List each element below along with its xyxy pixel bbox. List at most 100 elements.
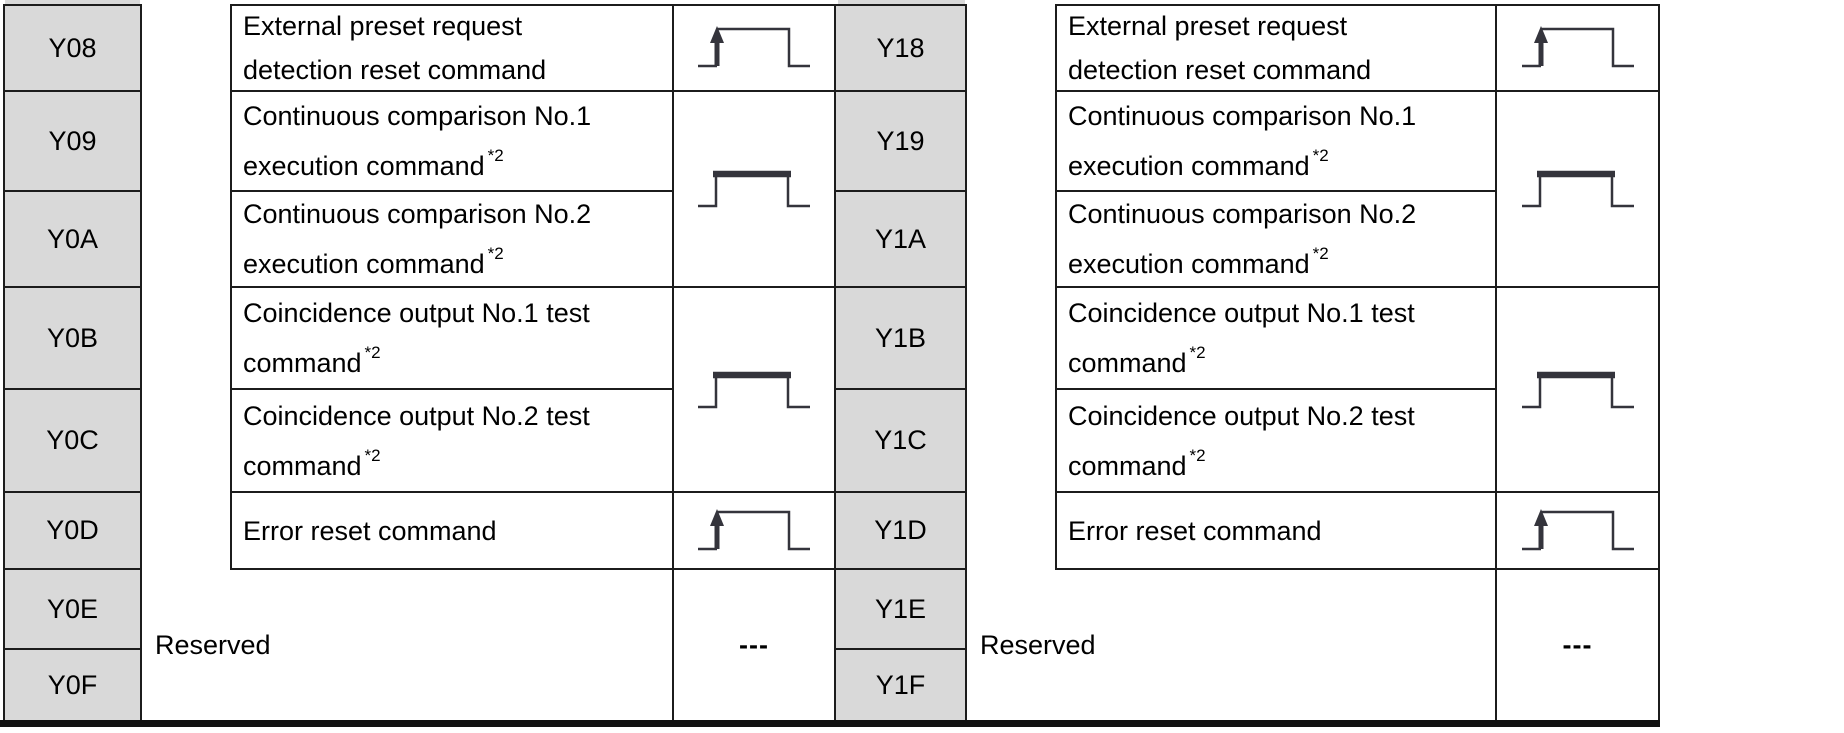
signal-cell-y1c: Y1C [836,390,967,493]
footnote-ref: *2 [1312,146,1329,165]
description-line: execution command*2 [243,244,504,279]
signal-cell-y0b: Y0B [3,288,142,390]
signal-label: Y1F [875,669,926,700]
description-line: detection reset command [243,55,547,85]
timing-cell-reserved-left: --- [674,570,836,720]
signal-label: Y19 [876,125,925,156]
timing-cell-y19-y1a [1497,92,1660,288]
edge-pulse-icon [1521,26,1634,68]
timing-cell-y18 [1497,4,1660,92]
signal-label: Y0B [46,322,99,353]
description-line: Continuous comparison No.2 [243,199,592,229]
footnote-ref: *2 [1189,445,1206,465]
description-cell-y1c: Coincidence output No.2 test command*2 [1057,390,1497,493]
signal-cell-y0c: Y0C [3,390,142,493]
description-line: Coincidence output No.2 test [1068,400,1415,431]
signal-cell-y19: Y19 [836,92,967,192]
description-cell-y0c: Coincidence output No.2 test command*2 [232,390,674,493]
reserved-cell-right: Reserved [967,570,1497,720]
signal-cell-y1a: Y1A [836,192,967,288]
io-signal-table: Y08 Y09 Y0A Y0B Y0C Y0D Y0E Y0F External… [3,4,1660,720]
signal-column-top-remnant-left [5,0,140,4]
level-pulse-icon [1521,371,1634,408]
signal-label: Y1B [874,322,927,353]
description-line: execution command*2 [1068,146,1329,181]
description-cell-y09: Continuous comparison No.1 execution com… [232,92,674,192]
signal-cell-y0f: Y0F [3,650,142,720]
description-cell-y0a: Continuous comparison No.2 execution com… [232,192,674,288]
timing-cell-y1b-y1c [1497,288,1660,493]
footnote-ref: *2 [487,244,504,263]
footnote-ref: *2 [1189,343,1206,362]
description-cell-y1b: Coincidence output No.1 test command*2 [1057,288,1497,390]
timing-cell-y0d [674,493,836,570]
signal-label: Y0F [47,669,98,700]
signal-cell-y1e: Y1E [836,570,967,650]
description-line: Error reset command [243,515,497,546]
level-pulse-icon [1521,170,1634,208]
signal-cell-y1b: Y1B [836,288,967,390]
description-cell-y1d: Error reset command [1057,493,1497,570]
signal-label: Y0D [46,515,99,545]
description-line: Continuous comparison No.2 [1068,199,1417,229]
description-line: Coincidence output No.2 test [243,400,590,431]
edge-pulse-icon [1521,508,1634,550]
signal-label: Y09 [48,125,97,156]
no-timing-dash: --- [1562,629,1593,660]
level-pulse-icon [698,371,810,408]
description-line: Error reset command [1068,515,1322,546]
signal-label: Y18 [876,32,925,63]
description-line: External preset request [243,11,523,41]
description-line: command*2 [1068,343,1206,378]
description-cell-y19: Continuous comparison No.1 execution com… [1057,92,1497,192]
signal-column-top-remnant-right [838,0,965,4]
description-cell-y08: External preset request detection reset … [232,4,674,92]
signal-cell-y1f: Y1F [836,650,967,720]
no-timing-dash: --- [739,629,769,660]
footnote-ref: *2 [364,445,381,465]
merged-direction-column-right [967,4,1057,570]
footnote-ref: *2 [1312,244,1329,263]
description-line: Coincidence output No.1 test [243,298,590,328]
footnote-ref: *2 [364,343,381,362]
description-line: Coincidence output No.1 test [1068,298,1415,328]
description-cell-y0d: Error reset command [232,493,674,570]
table-bottom-border [0,720,1660,727]
signal-cell-y0e: Y0E [3,570,142,650]
description-line: detection reset command [1068,55,1372,85]
merged-direction-column-left [142,4,232,570]
description-line: command*2 [243,343,381,378]
reserved-cell-left: Reserved [142,570,674,720]
timing-cell-reserved-right: --- [1497,570,1660,720]
level-pulse-icon [698,170,810,208]
signal-cell-y09: Y09 [3,92,142,192]
description-cell-y0b: Coincidence output No.1 test command*2 [232,288,674,390]
signal-cell-y08: Y08 [3,4,142,92]
timing-cell-y0b-y0c [674,288,836,493]
signal-cell-y18: Y18 [836,4,967,92]
signal-label: Y1D [874,515,927,545]
description-line: Continuous comparison No.1 [243,101,592,131]
signal-label: Y1E [874,593,927,624]
reserved-label: Reserved [155,629,271,660]
signal-label: Y0A [46,223,99,254]
signal-label: Y1C [874,425,927,455]
signal-cell-y1d: Y1D [836,493,967,570]
timing-cell-y08 [674,4,836,92]
timing-cell-y1d [1497,493,1660,570]
edge-pulse-icon [698,508,810,550]
reserved-label: Reserved [980,629,1096,660]
description-line: execution command*2 [1068,244,1329,279]
signal-label: Y0C [46,425,99,455]
description-cell-y18: External preset request detection reset … [1057,4,1497,92]
description-line: execution command*2 [243,146,504,181]
signal-label: Y08 [48,32,97,63]
edge-pulse-icon [698,26,810,68]
description-line: command*2 [1068,445,1206,481]
description-line: External preset request [1068,11,1348,41]
description-line: Continuous comparison No.1 [1068,101,1417,131]
signal-label: Y0E [46,593,99,624]
signal-cell-y0d: Y0D [3,493,142,570]
footnote-ref: *2 [487,146,504,165]
